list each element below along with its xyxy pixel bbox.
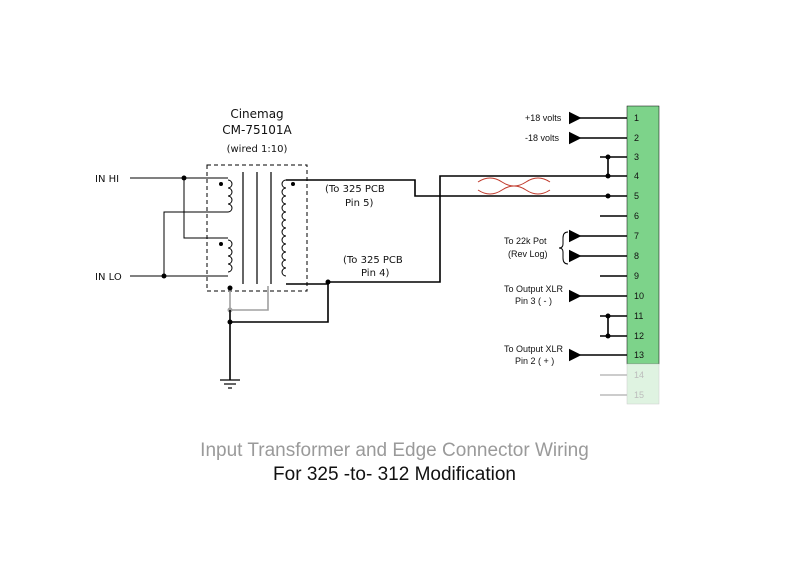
pin-number: 2 bbox=[634, 133, 639, 143]
pot-bracket-icon bbox=[558, 231, 569, 265]
junction-pin3 bbox=[605, 154, 611, 160]
twisted-pair-icon bbox=[477, 177, 551, 195]
pin-number: 4 bbox=[634, 171, 639, 181]
secondary-top-wire bbox=[286, 179, 627, 197]
xlr3-label-1: To Output XLR bbox=[504, 284, 564, 294]
to-pin5-label-1: (To 325 PCB bbox=[325, 184, 385, 195]
edge-connector bbox=[626, 105, 660, 365]
pin-number: 1 bbox=[634, 113, 639, 123]
pin-number: 7 bbox=[634, 231, 639, 241]
pot-label-1: To 22k Pot bbox=[504, 236, 547, 246]
pin-number: 14 bbox=[634, 370, 644, 380]
pin3-4-jumper bbox=[600, 156, 627, 176]
to-pin4-label-1: (To 325 PCB bbox=[343, 255, 403, 266]
pot-label-2: (Rev Log) bbox=[508, 249, 548, 259]
phase-dot-1 bbox=[219, 182, 223, 186]
pin4-to-ground bbox=[230, 282, 329, 323]
secondary-bottom-wire bbox=[286, 175, 627, 285]
edge-connector-faded bbox=[626, 363, 660, 405]
to-pin4-label-2: Pin 4) bbox=[361, 268, 389, 279]
pin-number: 11 bbox=[634, 311, 643, 321]
shield-wire bbox=[229, 286, 269, 311]
xlr2-label-1: To Output XLR bbox=[504, 344, 564, 354]
junction-pin12 bbox=[605, 333, 611, 339]
in-hi-label: IN HI bbox=[95, 174, 119, 185]
in-lo-label: IN LO bbox=[95, 272, 122, 283]
primary-coil-bottom bbox=[227, 239, 233, 273]
junction-pin11 bbox=[605, 313, 611, 319]
top-coil-cross bbox=[163, 211, 228, 276]
pin-number: 9 bbox=[634, 271, 639, 281]
primary-coil-top bbox=[227, 179, 233, 213]
secondary-coil bbox=[281, 179, 287, 277]
caption-subtitle: For 325 -to- 312 Modification bbox=[273, 464, 516, 485]
ground-icon bbox=[220, 379, 240, 389]
transformer-note: (wired 1:10) bbox=[227, 144, 288, 155]
pin-number: 3 bbox=[634, 152, 639, 162]
in-hi-to-bottom-coil bbox=[183, 178, 228, 239]
plus18-label: +18 volts bbox=[525, 113, 562, 123]
junction-in-lo bbox=[161, 273, 167, 279]
transformer-model: CM-75101A bbox=[222, 123, 292, 137]
xlr2-label-2: Pin 2 ( + ) bbox=[515, 356, 554, 366]
pin-number: 8 bbox=[634, 251, 639, 261]
pin-number: 6 bbox=[634, 211, 639, 221]
xlr3-label-2: Pin 3 ( - ) bbox=[515, 296, 552, 306]
junction-pin4 bbox=[325, 279, 331, 285]
pin-number: 15 bbox=[634, 390, 644, 400]
pin-number: 5 bbox=[634, 191, 639, 201]
transformer-brand: Cinemag bbox=[230, 107, 283, 121]
phase-dot-2 bbox=[219, 242, 223, 246]
pin-number: 12 bbox=[634, 331, 644, 341]
pin-number: 13 bbox=[634, 350, 644, 360]
pin-number: 10 bbox=[634, 291, 644, 301]
minus18-label: -18 volts bbox=[525, 133, 560, 143]
junction-pin4-conn bbox=[605, 173, 611, 179]
junction-shield bbox=[227, 285, 233, 291]
junction-ground-2 bbox=[227, 319, 233, 325]
pin11-12-jumper bbox=[600, 315, 627, 337]
to-pin5-label-2: Pin 5) bbox=[345, 198, 373, 209]
junction-pin5-conn bbox=[605, 193, 611, 199]
caption-title: Input Transformer and Edge Connector Wir… bbox=[200, 440, 589, 461]
phase-dot-3 bbox=[291, 182, 295, 186]
transformer-box bbox=[206, 164, 308, 292]
